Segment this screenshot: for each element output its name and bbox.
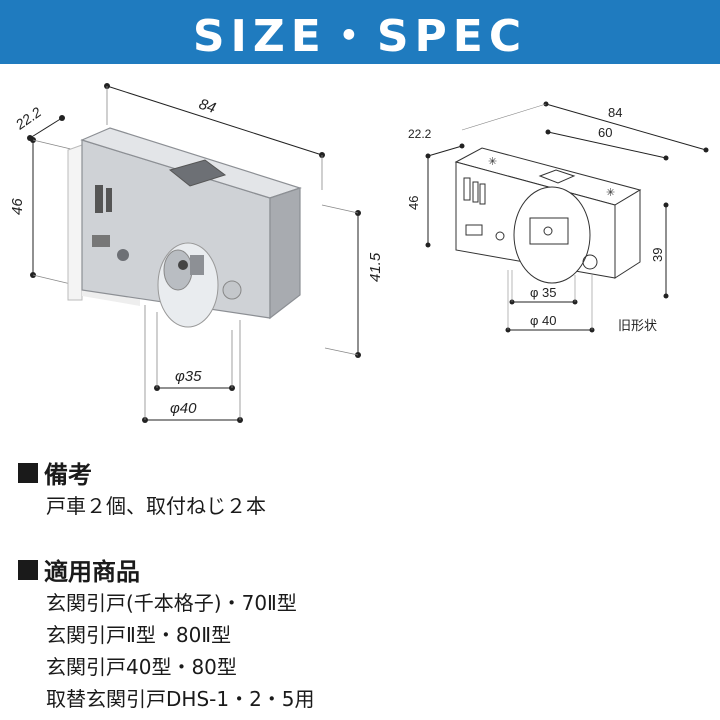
left-wheel-height-label: 41.5 xyxy=(367,252,384,282)
products-heading-row: 適用商品 xyxy=(18,552,315,587)
right-wheel-height-label: 39 xyxy=(650,248,665,262)
product-line: 玄関引戸Ⅱ型・80Ⅱ型 xyxy=(46,623,232,647)
svg-text:✳: ✳ xyxy=(488,155,497,168)
notes-heading: 備考 xyxy=(44,461,92,489)
product-line: 取替玄関引戸DHS-1・2・5用 xyxy=(46,687,315,711)
products-section: 適用商品 玄関引戸(千本格子)・70Ⅱ型 玄関引戸Ⅱ型・80Ⅱ型 玄関引戸40型… xyxy=(18,552,315,715)
right-height-label: 46 xyxy=(406,196,421,210)
products-heading: 適用商品 xyxy=(44,558,140,586)
left-height-label: 46 xyxy=(9,198,26,215)
left-phi40-label: φ40 xyxy=(170,400,197,417)
svg-text:✳: ✳ xyxy=(606,186,615,199)
left-depth-label: 22.2 xyxy=(12,104,44,133)
bullet-square-icon xyxy=(18,462,38,483)
right-phi40-label: φ 40 xyxy=(530,313,557,328)
spec-diagram: 84 22.2 46 41.5 xyxy=(9,83,709,423)
right-depth-label: 22.2 xyxy=(408,127,432,141)
right-inner-width-label: 60 xyxy=(598,125,612,140)
right-phi35-label: φ 35 xyxy=(530,285,557,300)
header-title: SIZE・SPEC xyxy=(192,11,528,62)
right-width-label: 84 xyxy=(608,105,622,120)
left-width-label: 84 xyxy=(197,96,218,117)
header-banner: SIZE・SPEC xyxy=(0,0,720,64)
left-phi35-label: φ35 xyxy=(175,368,202,385)
product-line: 玄関引戸40型・80型 xyxy=(46,655,237,679)
notes-section: 備考 戸車２個、取付ねじ２本 xyxy=(18,455,266,522)
notes-line: 戸車２個、取付ねじ２本 xyxy=(46,494,266,518)
old-shape-caption: 旧形状 xyxy=(618,318,657,333)
left-roller-drawing: 84 22.2 46 41.5 xyxy=(9,83,384,423)
right-line-drawing: 84 60 22.2 46 39 ✳ ✳ xyxy=(406,101,709,333)
notes-heading-row: 備考 xyxy=(18,455,266,490)
bullet-square-icon xyxy=(18,559,38,580)
product-line: 玄関引戸(千本格子)・70Ⅱ型 xyxy=(46,591,297,615)
